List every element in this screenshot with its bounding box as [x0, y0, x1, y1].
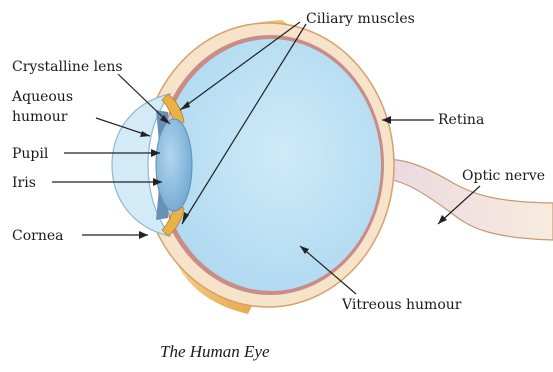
- label-iris: Iris: [12, 175, 36, 191]
- label-aqueous-humour-line2: humour: [12, 109, 68, 125]
- label-optic-nerve: Optic nerve: [462, 168, 545, 184]
- label-vitreous-humour: Vitreous humour: [341, 297, 462, 313]
- vitreous-humour-body: [161, 39, 381, 291]
- label-aqueous-humour-line1: Aqueous: [11, 89, 73, 105]
- label-retina: Retina: [438, 112, 484, 128]
- label-ciliary-muscles: Ciliary muscles: [306, 11, 415, 27]
- arrowhead: [139, 231, 148, 239]
- label-crystalline-lens: Crystalline lens: [12, 59, 123, 75]
- crystalline-lens-shape: [156, 119, 192, 211]
- label-cornea: Cornea: [12, 228, 63, 244]
- diagram-caption: The Human Eye: [160, 342, 270, 361]
- label-pupil: Pupil: [12, 146, 49, 162]
